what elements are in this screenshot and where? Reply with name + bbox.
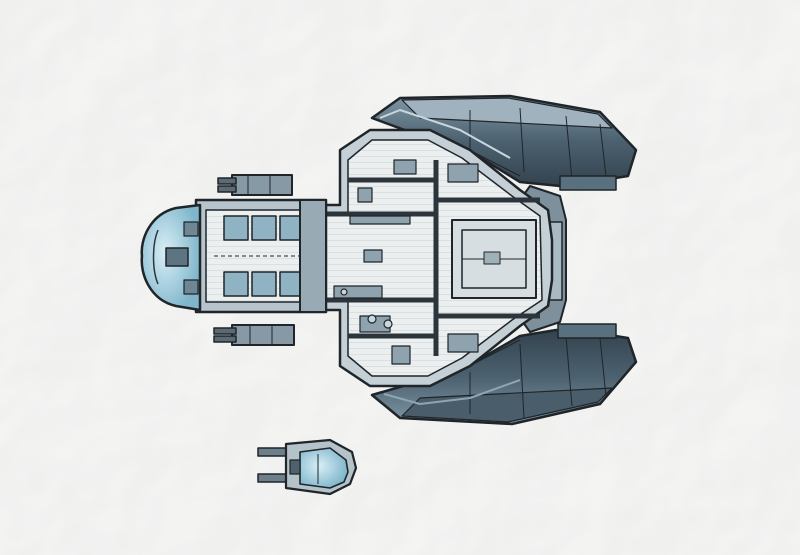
interior-walls <box>326 160 540 356</box>
lower-nacelle <box>370 323 638 426</box>
lower-gun-pod <box>213 324 295 346</box>
cockpit-dome <box>140 203 202 312</box>
mothership-sprite[interactable] <box>140 94 638 426</box>
forward-module <box>194 198 328 314</box>
shuttle-sprite[interactable] <box>257 438 358 496</box>
upper-gun-pod <box>217 174 293 196</box>
